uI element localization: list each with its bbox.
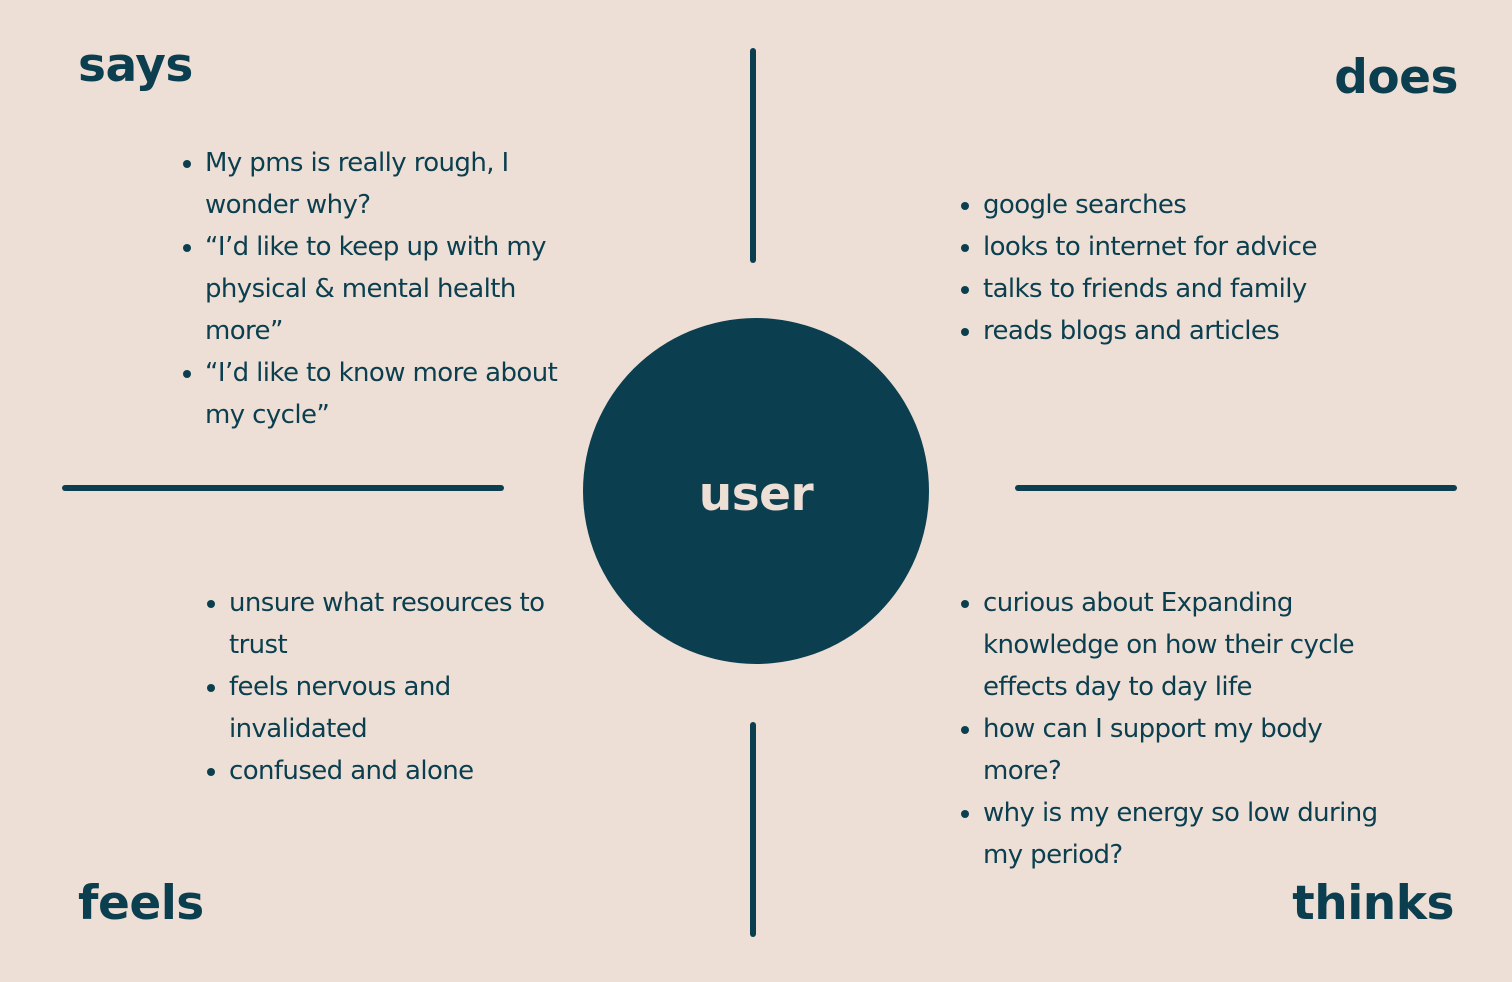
does-heading: does bbox=[1334, 50, 1458, 105]
thinks-list: curious about Expanding knowledge on how… bbox=[957, 582, 1403, 876]
list-item: looks to internet for advice bbox=[983, 226, 1423, 268]
list-item: talks to friends and family bbox=[983, 268, 1423, 310]
says-list: My pms is really rough, I wonder why? “I… bbox=[179, 142, 565, 436]
list-item: google searches bbox=[983, 184, 1423, 226]
list-item: reads blogs and articles bbox=[983, 310, 1423, 352]
list-item: “I’d like to know more about my cycle” bbox=[205, 352, 565, 436]
divider-right bbox=[1015, 485, 1457, 491]
list-item: how can I support my body more? bbox=[983, 708, 1403, 792]
list-item: feels nervous and invalidated bbox=[229, 666, 549, 750]
user-label: user bbox=[698, 466, 814, 522]
list-item: unsure what resources to trust bbox=[229, 582, 549, 666]
list-item: confused and alone bbox=[229, 750, 549, 792]
feels-list: unsure what resources to trust feels ner… bbox=[203, 582, 549, 792]
list-item: “I’d like to keep up with my physical & … bbox=[205, 226, 565, 352]
does-list: google searches looks to internet for ad… bbox=[957, 184, 1423, 352]
divider-bottom bbox=[750, 722, 756, 937]
thinks-heading: thinks bbox=[1292, 876, 1454, 931]
feels-heading: feels bbox=[78, 876, 204, 931]
divider-top bbox=[750, 48, 756, 263]
divider-left bbox=[62, 485, 504, 491]
user-circle: user bbox=[583, 318, 929, 664]
list-item: My pms is really rough, I wonder why? bbox=[205, 142, 565, 226]
list-item: curious about Expanding knowledge on how… bbox=[983, 582, 1403, 708]
says-heading: says bbox=[78, 38, 193, 93]
list-item: why is my energy so low during my period… bbox=[983, 792, 1403, 876]
